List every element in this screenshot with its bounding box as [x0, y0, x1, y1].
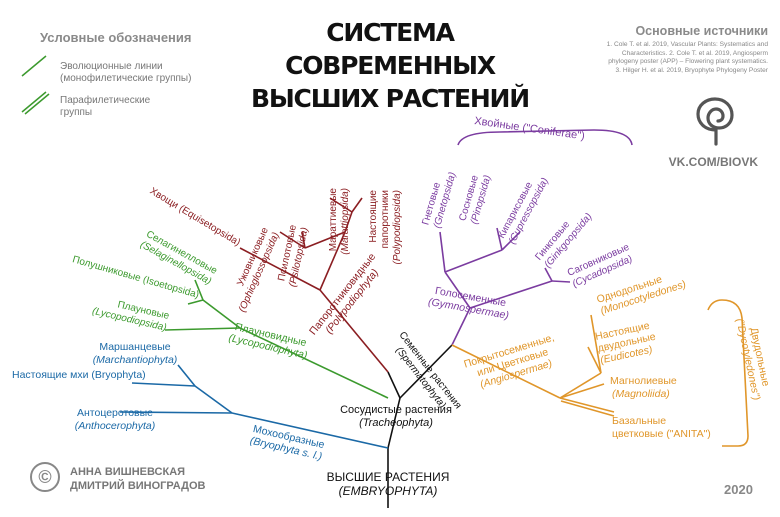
sources-title: Основные источники: [635, 24, 768, 38]
sources-block: Основные источники 1. Cole T. et al. 201…: [528, 24, 768, 75]
legend-item-monophyletic: Эволюционные линии (монофилетические гру…: [60, 61, 192, 84]
legend-item-paraphyletic: Парафилетические группы: [60, 95, 151, 118]
svg-text:Папоротниковидные: Папоротниковидные: [307, 251, 378, 337]
label-eudicotes: Настоящие двудольные (Eudicotes): [594, 320, 657, 367]
bryophyte-branches: [119, 364, 389, 449]
gymnosperm-branches: [439, 129, 633, 346]
svg-text:Маршанцевые: Маршанцевые: [99, 341, 170, 353]
label-cupressopsida: Кипарисовые (Cupressopsida): [496, 176, 551, 246]
svg-text:Настоящие: Настоящие: [368, 190, 379, 243]
page-title: СИСТЕМА СОВРЕМЕННЫХ ВЫСШИХ РАСТЕНИЙ: [230, 16, 550, 115]
title-line-1: СИСТЕМА СОВРЕМЕННЫХ: [285, 18, 496, 80]
svg-text:Хвойные ("Coniferae"): Хвойные ("Coniferae"): [474, 115, 586, 142]
svg-text:цветковые ("ANITA"): цветковые ("ANITA"): [612, 428, 711, 440]
label-gymnospermae: Голосеменные (Gymnospermae): [427, 285, 510, 322]
svg-text:(Anthocerophyta): (Anthocerophyta): [75, 420, 156, 432]
label-lycopodiophyta: Плауновидные (Lycopodiophyta): [227, 321, 308, 362]
svg-text:ВЫСШИЕ РАСТЕНИЯ: ВЫСШИЕ РАСТЕНИЯ: [327, 470, 450, 484]
label-gnetopsida: Гнетовые (Gnetopsida): [420, 171, 458, 230]
vk-link[interactable]: VK.COM/BIOVK: [668, 155, 758, 169]
svg-text:Настоящие мхи (Bryophyta): Настоящие мхи (Bryophyta): [12, 369, 146, 381]
trunk-branches: [387, 344, 453, 508]
sources-line-3: phylogeny poster (APP) – Flowering plant…: [608, 58, 768, 66]
legend-title: Условные обозначения: [40, 30, 192, 45]
svg-text:(Marchantiophyta): (Marchantiophyta): [93, 354, 178, 366]
svg-text:(Tracheophyta): (Tracheophyta): [359, 417, 433, 429]
label-marattiopsida: Мараттиевые (Marattiopsida): [328, 188, 351, 255]
author-2: ДМИТРИЙ ВИНОГРАДОВ: [70, 480, 206, 492]
year: 2020: [724, 482, 753, 497]
label-bryophyta-sl: Мохообразные (Bryophyta s. l.): [249, 423, 326, 463]
fern-branches: [239, 197, 389, 373]
svg-text:(EMBRYOPHYTA): (EMBRYOPHYTA): [339, 484, 438, 498]
label-polypodiophyta: Папоротниковидные (Polypodiophyta): [307, 251, 381, 337]
lycophyte-branches: [164, 279, 389, 399]
sources-line-2: Characteristics. 2. Cole T. et al. 2019,…: [621, 49, 768, 57]
label-magnoliida: Магнолиевые (Magnoliida): [610, 375, 677, 400]
sources-line-1: 1. Cole T. et al. 2019, Vascular Plants:…: [606, 41, 768, 48]
sources-line-4: 3. Hilger H. et al. 2019, Bryophyte Phyl…: [615, 66, 768, 74]
snail-logo-icon: [696, 97, 734, 146]
label-lycopodiopsida: Плауновые (Lycopodiopsida): [91, 299, 171, 333]
label-marchantiophyta: Маршанцевые (Marchantiophyta): [93, 341, 178, 366]
legend-line-samples: [21, 55, 50, 115]
svg-text:Мараттиевые: Мараттиевые: [328, 188, 339, 252]
label-anthocerophyta: Антоцеротовые (Anthocerophyta): [75, 407, 156, 432]
copyright-icon: ©: [30, 462, 60, 492]
label-coniferae: Хвойные ("Coniferae"): [474, 115, 586, 142]
label-anita: Базальные цветковые ("ANITA"): [612, 415, 711, 440]
label-tracheophyta: Сосудистые растения (Tracheophyta): [340, 404, 452, 429]
svg-text:Сосудистые растения: Сосудистые растения: [340, 404, 452, 416]
svg-text:Базальные: Базальные: [612, 415, 666, 427]
authors: АННА ВИШНЕВСКАЯ ДМИТРИЙ ВИНОГРАДОВ: [70, 465, 205, 493]
label-polypodiopsida: Настоящие папоротники (Polypodiopsida): [368, 190, 403, 265]
author-1: АННА ВИШНЕВСКАЯ: [70, 466, 186, 478]
label-angiospermae: Покрытосеменные, или Цветковые (Angiospe…: [462, 332, 555, 391]
title-line-2: ВЫСШИХ РАСТЕНИЙ: [250, 84, 530, 113]
svg-text:(Marattiopsida): (Marattiopsida): [340, 188, 351, 255]
svg-text:папоротники: папоротники: [380, 190, 391, 249]
angiosperm-branches: [451, 299, 749, 447]
label-bryophyta: Настоящие мхи (Bryophyta): [12, 369, 146, 381]
svg-text:(Magnoliida): (Magnoliida): [612, 388, 670, 400]
label-cycadopsida: Саговниковые (Cycadopsida): [566, 242, 634, 290]
svg-text:(Polypodiopsida): (Polypodiopsida): [392, 190, 403, 265]
label-embryophyta: ВЫСШИЕ РАСТЕНИЯ (EMBRYOPHYTA): [327, 470, 450, 498]
svg-text:Антоцеротовые: Антоцеротовые: [77, 407, 153, 419]
svg-text:Магнолиевые: Магнолиевые: [610, 375, 677, 387]
label-dycotyledones: Двудольные ("Dycotyledones"): [733, 317, 771, 401]
label-pinopsida: Сосновые (Pinopsida): [457, 174, 493, 226]
